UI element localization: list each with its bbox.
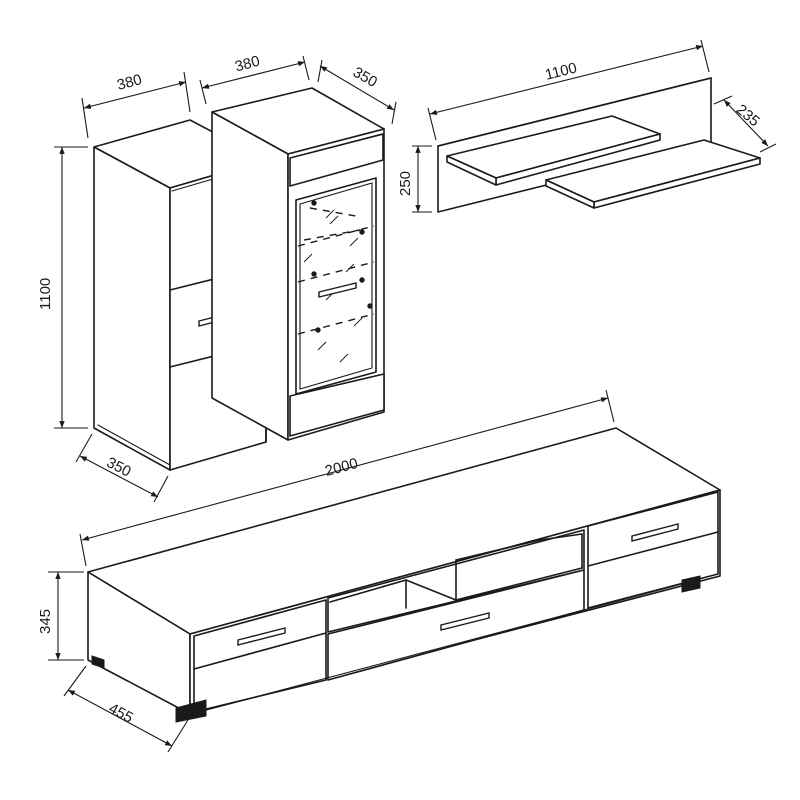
dim-tall-cabinet-width: 380	[115, 71, 144, 94]
tv-stand-handle-left	[237, 627, 286, 646]
dim-tall-cabinet-height: 1100	[37, 278, 54, 310]
dim-tv-stand-depth: 455	[106, 700, 136, 727]
vitrine-glass-door	[295, 177, 377, 395]
tv-stand-foot-right	[681, 575, 701, 593]
dimension-lines: 380 380 350 1100 350 1100 250	[37, 39, 777, 753]
vitrine-side	[211, 111, 289, 441]
dim-vitrine-width: 380	[233, 53, 262, 76]
vitrine-handle	[318, 282, 357, 298]
dim-tv-stand-width: 2000	[323, 455, 360, 480]
dim-tall-cabinet-depth: 350	[104, 454, 134, 481]
tv-stand-handle-right	[631, 523, 679, 542]
tall-cabinet-side	[93, 146, 171, 471]
wall-shelf	[437, 77, 761, 213]
vitrine-cabinet	[211, 87, 385, 441]
dim-wall-shelf-height: 250	[397, 171, 414, 196]
tv-stand	[87, 427, 721, 723]
vitrine-top-band	[289, 133, 384, 187]
tv-stand-handle-middle	[440, 612, 490, 631]
dim-wall-shelf-depth: 235	[733, 101, 763, 130]
dim-wall-shelf-width: 1100	[543, 59, 578, 83]
dim-tv-stand-height: 345	[37, 609, 54, 634]
tv-stand-drawer-left	[193, 599, 327, 713]
tv-stand-foot-left	[175, 699, 207, 723]
